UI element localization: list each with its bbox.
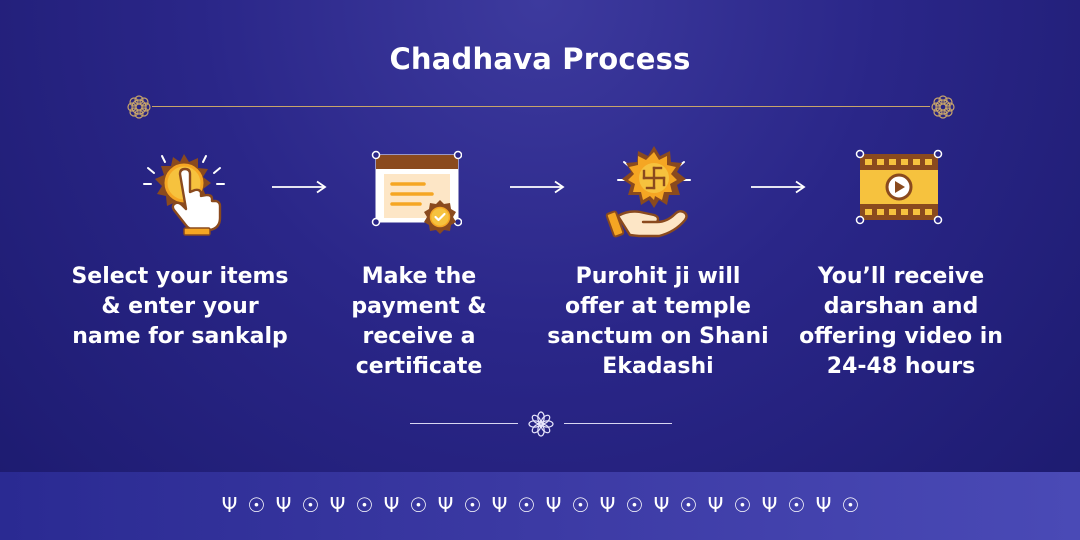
step-3-text: Purohit ji will offer at temple sanctum … <box>547 264 769 379</box>
divider-line <box>564 423 672 424</box>
offering-swastika-icon <box>605 146 691 238</box>
mandala-icon <box>931 95 955 119</box>
planet-icon: ☉ <box>409 493 428 517</box>
trishul-icon: Ψ <box>815 493 832 517</box>
planet-icon: ☉ <box>571 493 590 517</box>
planet-icon: ☉ <box>733 493 752 517</box>
flower-icon <box>528 411 554 437</box>
arrow-right-icon <box>751 180 806 194</box>
trishul-icon: Ψ <box>761 493 778 517</box>
trishul-icon: Ψ <box>221 493 238 517</box>
planet-icon: ☉ <box>301 493 320 517</box>
step-4-text: You’ll receive darshan and offering vide… <box>799 264 1003 379</box>
planet-icon: ☉ <box>247 493 266 517</box>
tap-hand-icon <box>143 154 225 236</box>
planet-icon: ☉ <box>679 493 698 517</box>
certificate-icon <box>371 150 462 234</box>
planet-icon: ☉ <box>463 493 482 517</box>
step-2-text: Make the payment & receive a certificate <box>351 264 487 379</box>
trishul-icon: Ψ <box>491 493 508 517</box>
video-icon <box>855 149 943 225</box>
planet-icon: ☉ <box>517 493 536 517</box>
trishul-icon: Ψ <box>545 493 562 517</box>
mandala-icon <box>127 95 151 119</box>
arrow-right-icon <box>272 180 327 194</box>
planet-icon: ☉ <box>355 493 374 517</box>
trishul-icon: Ψ <box>437 493 454 517</box>
arrow-right-icon <box>510 180 565 194</box>
planet-icon: ☉ <box>841 493 860 517</box>
top-divider-line <box>152 106 930 107</box>
trishul-icon: Ψ <box>275 493 292 517</box>
trishul-icon: Ψ <box>383 493 400 517</box>
trishul-icon: Ψ <box>329 493 346 517</box>
step-1-text: Select your items & enter your name for … <box>71 264 289 349</box>
page-title: Chadhava Process <box>389 42 691 76</box>
trishul-icon: Ψ <box>599 493 616 517</box>
bottom-divider <box>410 410 672 438</box>
footer-band <box>0 472 1080 540</box>
planet-icon: ☉ <box>787 493 806 517</box>
trishul-icon: Ψ <box>653 493 670 517</box>
footer-pattern: Ψ ☉ Ψ ☉ Ψ ☉ Ψ ☉ Ψ ☉ Ψ ☉ Ψ ☉ Ψ ☉ Ψ ☉ Ψ ☉ Ψ ☉ Ψ ☉ <box>216 490 864 520</box>
trishul-icon: Ψ <box>707 493 724 517</box>
planet-icon: ☉ <box>625 493 644 517</box>
divider-line <box>410 423 518 424</box>
